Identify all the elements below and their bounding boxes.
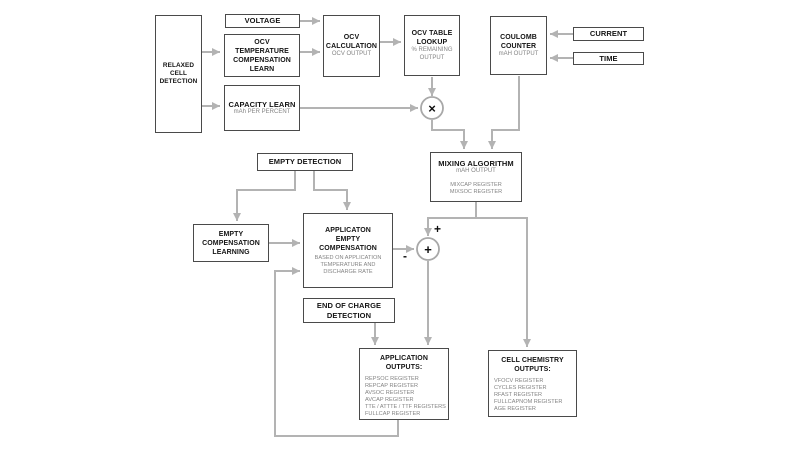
node-title-line: COULOMB xyxy=(500,33,537,41)
node-title: CAPACITY LEARN xyxy=(228,99,296,109)
register-line: TTE / ATTTE / TTF REGISTERS xyxy=(365,404,446,410)
node-current: CURRENT xyxy=(573,27,644,41)
register-line: RFAST REGISTER xyxy=(494,392,543,398)
node-time: TIME xyxy=(573,52,644,65)
node-title: TIME xyxy=(599,53,618,63)
node-mixing-algorithm: MIXING ALGORITHM mAH OUTPUT MIXCAP REGIS… xyxy=(430,152,522,202)
node-title-line: APPLICATON xyxy=(325,226,371,234)
node-sub-line: BASED ON APPLICATION xyxy=(314,254,382,261)
node-cell-chemistry-outputs: CELL CHEMISTRY OUTPUTS: VFOCV REGISTER C… xyxy=(488,350,577,417)
register-line: REPSOC REGISTER xyxy=(365,376,419,382)
node-title-line: LEARN xyxy=(249,65,275,73)
register-line: VFOCV REGISTER xyxy=(494,378,544,384)
register-line: MIXCAP REGISTER xyxy=(450,181,502,188)
register-line: CYCLES REGISTER xyxy=(494,385,547,391)
register-line: AVSOC REGISTER xyxy=(365,390,415,396)
register-line: MIXSOC REGISTER xyxy=(449,188,503,195)
node-title-line: OCV xyxy=(343,34,360,42)
node-ocv-table-lookup: OCV TABLE LOOKUP % REMAINING OUTPUT xyxy=(404,15,460,76)
sum-node-icon xyxy=(416,237,440,261)
node-coulomb-counter: COULOMB COUNTER mAH OUTPUT xyxy=(490,16,547,75)
node-title-line: LEARNING xyxy=(212,248,250,256)
node-end-of-charge-detection: END OF CHARGE DETECTION xyxy=(303,298,395,323)
node-title-line: COMPENSATION xyxy=(233,56,291,64)
node-sub-line: DISCHARGE RATE xyxy=(323,268,373,275)
node-title-line: EMPTY xyxy=(218,230,244,238)
node-empty-detection: EMPTY DETECTION xyxy=(257,153,353,171)
node-title-line: CELL xyxy=(169,70,188,77)
node-sub-line: % REMAINING xyxy=(411,47,453,53)
node-title: VOLTAGE xyxy=(244,16,281,26)
node-title-line: COUNTER xyxy=(500,42,537,50)
node-title-line: END OF CHARGE xyxy=(316,301,382,310)
node-sub-line: mAh PER PERCENT xyxy=(233,109,291,115)
register-line: FULLCAP REGISTER xyxy=(365,411,421,417)
node-title: EMPTY DETECTION xyxy=(268,157,342,167)
node-title-line: LOOKUP xyxy=(416,39,448,46)
minus-input-label: - xyxy=(403,249,407,263)
node-title-line: OUTPUTS: xyxy=(385,364,423,371)
plus-input-label: + xyxy=(434,222,442,236)
node-title-line: COMPENSATION xyxy=(319,244,377,252)
multiply-node-icon xyxy=(420,96,444,120)
node-empty-compensation-learning: EMPTY COMPENSATION LEARNING xyxy=(193,224,269,262)
multiply-symbol: × xyxy=(428,101,436,116)
node-sub-line: mAH OUTPUT xyxy=(456,168,496,174)
node-application-empty-compensation: APPLICATON EMPTY COMPENSATION BASED ON A… xyxy=(303,213,393,288)
node-title: CURRENT xyxy=(589,29,628,39)
register-line: AGE REGISTER xyxy=(494,406,536,412)
node-title-line: COMPENSATION xyxy=(202,239,260,247)
node-title-line: TEMPERATURE xyxy=(235,47,289,55)
node-title-line: DETECTION xyxy=(159,78,198,85)
node-title-line: APPLICATION xyxy=(379,355,429,362)
register-line: AVCAP REGISTER xyxy=(365,397,414,403)
node-capacity-learn: CAPACITY LEARN mAh PER PERCENT xyxy=(224,85,300,131)
node-sub-line: OUTPUT xyxy=(419,54,445,61)
node-title-line: RELAXED xyxy=(162,62,195,69)
node-title-line: DETECTION xyxy=(326,310,372,320)
node-ocv-temperature-compensation-learn: OCV TEMPERATURE COMPENSATION LEARN xyxy=(224,34,300,77)
node-title-line: EMPTY xyxy=(335,235,361,243)
node-title: MIXING ALGORITHM xyxy=(438,158,514,168)
node-title-line: CELL CHEMISTRY xyxy=(501,357,564,364)
node-application-outputs: APPLICATION OUTPUTS: REPSOC REGISTER REP… xyxy=(359,348,449,420)
node-voltage: VOLTAGE xyxy=(225,14,300,28)
node-title-line: OCV TABLE xyxy=(411,30,453,37)
node-title-line: CALCULATION xyxy=(325,43,378,51)
node-sub-line: mAH OUTPUT xyxy=(498,50,539,57)
node-sub-line: TEMPERATURE AND xyxy=(320,261,376,268)
node-sub-line: OCV OUTPUT xyxy=(331,51,372,58)
register-line: FULLCAPNOM REGISTER xyxy=(494,399,563,405)
node-relaxed-cell-detection: RELAXED CELL DETECTION xyxy=(155,15,202,133)
node-ocv-calculation: OCV CALCULATION OCV OUTPUT xyxy=(323,15,380,77)
node-title-line: OCV xyxy=(254,38,270,46)
register-line: REPCAP REGISTER xyxy=(365,383,419,389)
sum-symbol: + xyxy=(424,242,432,257)
node-title-line: OUTPUTS: xyxy=(514,366,551,373)
